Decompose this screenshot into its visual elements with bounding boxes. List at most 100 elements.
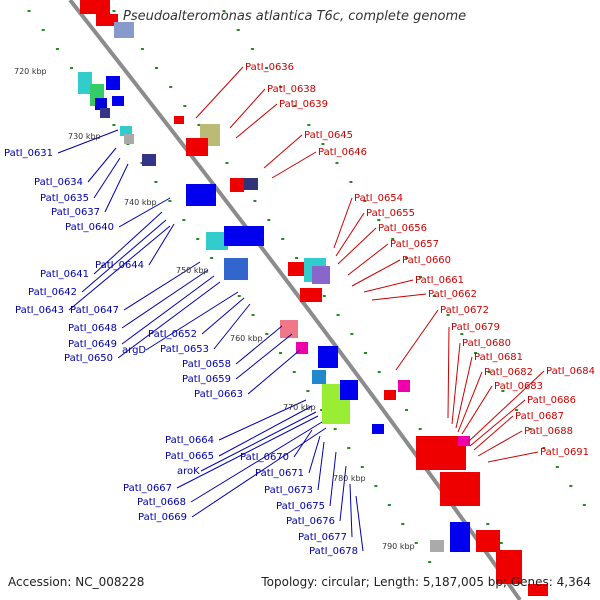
leader-line: [195, 66, 244, 119]
gc-tick: [391, 238, 395, 240]
forward-gene-label: PatI_0691: [540, 447, 589, 458]
leader-line: [363, 279, 414, 293]
leader-line: [349, 483, 353, 538]
feature-block: [78, 72, 92, 94]
reverse-gene-label: PatI_0643: [15, 305, 64, 316]
forward-gene-label: PatI_0656: [378, 223, 427, 234]
gc-tick: [140, 48, 144, 50]
feature-block: [206, 232, 228, 250]
forward-gene-label: PatI_0680: [462, 338, 511, 349]
leader-line: [93, 211, 163, 275]
feature-block: [112, 96, 124, 106]
gc-tick: [292, 371, 296, 373]
reverse-gene-label: PatI_0671: [255, 468, 304, 479]
forward-gene-label: PatI_0662: [428, 289, 477, 300]
feature-block: [476, 530, 500, 552]
leader-line: [371, 293, 427, 301]
leader-line: [201, 297, 245, 335]
gc-tick: [542, 447, 546, 449]
genome-backbone: [68, 0, 522, 600]
gc-tick: [446, 314, 450, 316]
leader-line: [351, 259, 401, 287]
gc-tick: [183, 105, 187, 107]
leader-line: [395, 309, 439, 371]
feature-block: [95, 98, 107, 110]
kbp-tick-label: 730 kbp: [68, 132, 101, 141]
feature-block: [106, 76, 120, 90]
forward-gene-label: PatI_0684: [546, 366, 595, 377]
gc-tick: [582, 504, 586, 506]
leader-line: [339, 465, 347, 522]
feature-block: [528, 584, 548, 596]
gc-tick: [335, 162, 339, 164]
gc-tick: [432, 295, 436, 297]
gc-tick: [401, 523, 405, 525]
genome-summary-text: Topology: circular; Length: 5,187,005 bp…: [261, 575, 591, 589]
gc-tick: [428, 561, 432, 563]
gc-tick: [250, 48, 254, 50]
gc-tick: [374, 485, 378, 487]
gc-tick: [486, 523, 490, 525]
gc-tick: [387, 504, 391, 506]
gc-tick: [279, 86, 283, 88]
gc-tick: [112, 10, 116, 12]
feature-block: [124, 134, 134, 144]
gc-tick: [210, 257, 214, 259]
forward-gene-label: PatI_0686: [527, 395, 576, 406]
leader-line: [87, 147, 117, 183]
gc-tick: [377, 219, 381, 221]
reverse-gene-label: PatI_0647: [70, 305, 119, 316]
forward-gene-label: PatI_0682: [484, 367, 533, 378]
gc-tick: [140, 162, 144, 164]
feature-block: [300, 288, 322, 302]
gc-tick: [347, 447, 351, 449]
reverse-gene-label: PatI_0644: [95, 260, 144, 271]
leader-line: [123, 261, 201, 311]
gc-tick: [333, 428, 337, 430]
forward-gene-label: PatI_0683: [494, 381, 543, 392]
leader-line: [477, 430, 523, 457]
leader-line: [333, 197, 353, 249]
gc-tick: [405, 409, 409, 411]
reverse-gene-label: PatI_0653: [160, 344, 209, 355]
reverse-gene-label: PatI_0678: [309, 546, 358, 557]
gc-tick: [251, 314, 255, 316]
reverse-gene-label: PatI_0642: [28, 287, 77, 298]
leader-line: [235, 325, 283, 365]
leader-line: [235, 333, 293, 380]
leader-line: [57, 129, 119, 154]
leader-line: [145, 291, 239, 351]
leader-line: [451, 342, 461, 425]
forward-gene-label: PatI_0679: [451, 322, 500, 333]
reverse-gene-label: PatI_0635: [40, 193, 89, 204]
gc-tick: [528, 428, 532, 430]
reverse-gene-label: PatI_0669: [138, 512, 187, 523]
reverse-gene-label: PatI_0676: [286, 516, 335, 527]
leader-line: [117, 281, 221, 359]
feature-block: [224, 226, 264, 246]
reverse-gene-label: PatI_0649: [68, 339, 117, 350]
reverse-gene-label: PatI_0634: [34, 177, 83, 188]
leader-line: [263, 134, 303, 169]
feature-block: [372, 424, 384, 434]
gc-tick: [237, 295, 241, 297]
reverse-gene-label: PatI_0675: [276, 501, 325, 512]
gc-tick: [306, 390, 310, 392]
kbp-tick-label: 740 kbp: [124, 198, 157, 207]
leader-line: [473, 415, 514, 451]
leader-line: [355, 495, 364, 552]
kbp-tick-label: 790 kbp: [382, 542, 415, 551]
gc-tick: [360, 466, 364, 468]
gc-tick: [501, 390, 505, 392]
gc-tick: [169, 86, 173, 88]
feature-block: [340, 380, 358, 400]
leader-line: [68, 225, 171, 311]
gc-tick: [322, 295, 326, 297]
feature-block: [114, 22, 134, 38]
reverse-gene-label: PatI_0658: [182, 359, 231, 370]
forward-gene-label: PatI_0655: [366, 208, 415, 219]
forward-gene-label: PatI_0636: [245, 62, 294, 73]
forward-gene-label: PatI_0681: [474, 352, 523, 363]
leader-line: [447, 326, 450, 419]
gc-tick: [307, 124, 311, 126]
